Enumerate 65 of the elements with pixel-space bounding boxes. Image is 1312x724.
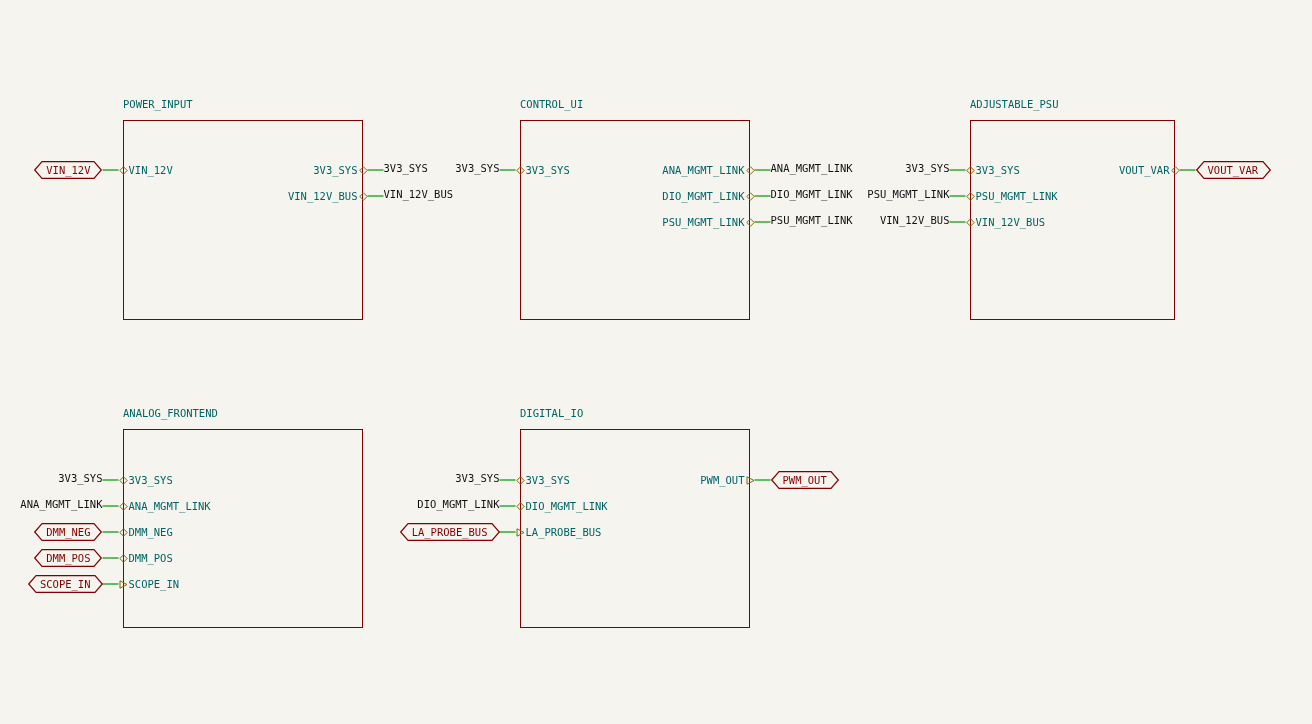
sheet-name: CONTROL_UI: [520, 98, 584, 110]
net-label: DIO_MGMT_LINK: [417, 498, 500, 510]
wire: [101, 557, 120, 559]
pin-name: VIN_12V_BUS: [287, 190, 358, 202]
net-label: 3V3_SYS: [455, 472, 500, 484]
net-label: PSU_MGMT_LINK: [867, 188, 950, 200]
global-label: DMM_NEG: [34, 523, 103, 541]
net-label: 3V3_SYS: [455, 162, 500, 174]
net-label: 3V3_SYS: [58, 472, 103, 484]
net-label: DIO_MGMT_LINK: [770, 188, 853, 200]
wire: [948, 195, 967, 197]
wire: [366, 195, 385, 197]
sheet-name: DIGITAL_IO: [520, 407, 584, 419]
pin-name: 3V3_SYS: [128, 474, 173, 486]
global-label: VIN_12V: [34, 161, 103, 179]
pin-name: DMM_NEG: [128, 526, 173, 538]
pin-name: PSU_MGMT_LINK: [662, 216, 745, 228]
net-label: ANA_MGMT_LINK: [770, 162, 853, 174]
pin-name: 3V3_SYS: [525, 164, 570, 176]
wire: [101, 169, 120, 171]
pin-name: DIO_MGMT_LINK: [525, 500, 608, 512]
wire: [498, 479, 517, 481]
sheet-name: ADJUSTABLE_PSU: [970, 98, 1059, 110]
wire: [948, 221, 967, 223]
wire: [101, 479, 120, 481]
pin-name: DIO_MGMT_LINK: [662, 190, 745, 202]
pin-name: DMM_POS: [128, 552, 173, 564]
global-label: LA_PROBE_BUS: [399, 523, 500, 541]
pin-name: PSU_MGMT_LINK: [975, 190, 1058, 202]
sheet-name: POWER_INPUT: [123, 98, 193, 110]
pin-name: ANA_MGMT_LINK: [128, 500, 211, 512]
wire: [753, 169, 772, 171]
wire: [948, 169, 967, 171]
pin-name: ANA_MGMT_LINK: [662, 164, 745, 176]
net-label: 3V3_SYS: [383, 162, 428, 174]
wire: [753, 221, 772, 223]
global-label: PWM_OUT: [770, 471, 839, 489]
wire: [366, 169, 385, 171]
wire: [498, 531, 517, 533]
sheet-name: ANALOG_FRONTEND: [123, 407, 218, 419]
net-label: ANA_MGMT_LINK: [20, 498, 103, 510]
global-label: SCOPE_IN: [27, 575, 103, 593]
wire: [101, 505, 120, 507]
wire: [498, 505, 517, 507]
wire: [101, 531, 120, 533]
pin-name: VIN_12V_BUS: [975, 216, 1046, 228]
wire: [101, 583, 120, 585]
net-label: VIN_12V_BUS: [879, 214, 950, 226]
wire: [1178, 169, 1197, 171]
global-label: DMM_POS: [34, 549, 103, 567]
pin-name: VOUT_VAR: [1118, 164, 1170, 176]
global-label: VOUT_VAR: [1195, 161, 1271, 179]
pin-name: PWM_OUT: [700, 474, 745, 486]
net-label: VIN_12V_BUS: [383, 188, 454, 200]
wire: [753, 195, 772, 197]
pin-name: LA_PROBE_BUS: [525, 526, 602, 538]
wire: [498, 169, 517, 171]
net-label: PSU_MGMT_LINK: [770, 214, 853, 226]
pin-name: 3V3_SYS: [525, 474, 570, 486]
pin-name: 3V3_SYS: [313, 164, 358, 176]
pin-name: VIN_12V: [128, 164, 173, 176]
wire: [753, 479, 772, 481]
pin-name: 3V3_SYS: [975, 164, 1020, 176]
net-label: 3V3_SYS: [905, 162, 950, 174]
pin-name: SCOPE_IN: [128, 578, 180, 590]
